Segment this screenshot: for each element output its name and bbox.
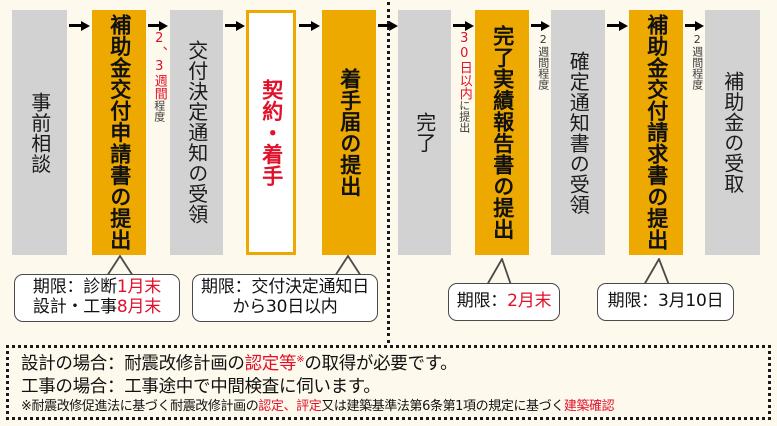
interval-plain: 2週間程度	[690, 33, 704, 90]
flow-arrow-icon	[148, 20, 168, 31]
flow-arrow-icon	[453, 20, 474, 31]
process-step-grant-application[interactable]: 補助金交付申請書の提出	[92, 10, 146, 255]
process-step-label: 着手届の提出	[337, 68, 362, 197]
interval-label-2-3-weeks: 2、3週間程度	[150, 31, 167, 122]
process-step-label: 完了	[412, 112, 437, 153]
process-step-pre-consultation[interactable]: 事前相談	[12, 10, 67, 255]
process-step-payment-request[interactable]: 補助金交付請求書の提出	[629, 10, 683, 255]
process-step-label: 補助金の受取	[720, 71, 745, 194]
phase-divider	[387, 2, 390, 343]
callout-pointer-icon	[485, 258, 519, 286]
interval-plain: に提出	[457, 100, 471, 133]
callout-pointer-icon	[103, 255, 137, 277]
interval-label-within-30-days: 30日以内に提出	[455, 31, 472, 133]
flow-arrow-icon	[378, 20, 398, 31]
process-step-label: 交付決定通知の受領	[184, 40, 209, 225]
flow-arrow-icon	[531, 20, 550, 31]
process-step-completion[interactable]: 完了	[398, 10, 451, 255]
interval-highlight: 30日以内	[456, 31, 472, 100]
interval-label-2-weeks-a: 2週間程度	[534, 33, 551, 90]
note-line-construction: 工事の場合：工事途中で中間検査に伺います。	[21, 377, 381, 398]
process-step-completion-report[interactable]: 完了実績報告書の提出	[475, 10, 529, 255]
interval-label-2-weeks-b: 2週間程度	[688, 33, 705, 90]
deadline-line-1: 期限：診断1月末	[32, 277, 162, 298]
deadline-line-1: 期限：交付決定通知日	[201, 277, 369, 298]
process-step-contract-start[interactable]: 契約・着手	[246, 10, 296, 255]
deadline-callout-start-notice[interactable]: 期限：交付決定通知日 から30日以内	[192, 274, 378, 322]
deadline-line-1: 期限：3月10日	[607, 291, 724, 312]
deadline-callout-application[interactable]: 期限：診断1月末 設計・工事8月末	[14, 274, 180, 322]
process-step-label: 完了実績報告書の提出	[490, 25, 515, 240]
flow-arrow-icon	[225, 20, 245, 31]
process-step-decision-notice[interactable]: 交付決定通知の受領	[170, 10, 223, 255]
process-step-start-notification[interactable]: 着手届の提出	[322, 10, 376, 255]
process-step-label: 事前相談	[27, 91, 52, 174]
process-step-label: 確定通知書の受領	[566, 50, 591, 215]
process-step-label: 補助金交付請求書の提出	[644, 14, 669, 251]
footer-note-box: 設計の場合：耐震改修計画の認定等※の取得が必要です。 工事の場合：工事途中で中間…	[6, 345, 771, 420]
deadline-line-2: 設計・工事8月末	[32, 297, 162, 317]
note-line-design: 設計の場合：耐震改修計画の認定等※の取得が必要です。	[21, 354, 458, 374]
flow-arrow-icon	[299, 20, 320, 31]
process-step-confirmation-notice[interactable]: 確定通知書の受領	[551, 10, 605, 255]
deadline-callout-payment-request[interactable]: 期限：3月10日	[597, 283, 734, 321]
interval-plain: 2週間程度	[536, 33, 550, 90]
callout-pointer-icon	[331, 255, 365, 277]
flow-arrow-icon	[685, 20, 704, 31]
process-step-label: 契約・着手	[259, 78, 284, 187]
process-step-label: 補助金交付申請書の提出	[107, 14, 132, 251]
callout-pointer-icon	[641, 258, 675, 286]
note-line-footnote: ※耐震改修促進法に基づく耐震改修計画の認定、評定又は建築基準法第6条第1項の規定…	[21, 399, 615, 415]
deadline-callout-completion-report[interactable]: 期限：2月末	[448, 283, 560, 321]
deadline-line-1: 期限：2月末	[456, 291, 552, 312]
deadline-line-2: から30日以内	[232, 297, 338, 317]
interval-plain: 程度	[152, 100, 166, 122]
flow-arrow-icon	[607, 20, 628, 31]
flow-arrow-icon	[69, 20, 90, 31]
process-step-grant-receipt[interactable]: 補助金の受取	[705, 10, 760, 255]
interval-highlight: 2、3週間	[151, 31, 167, 100]
